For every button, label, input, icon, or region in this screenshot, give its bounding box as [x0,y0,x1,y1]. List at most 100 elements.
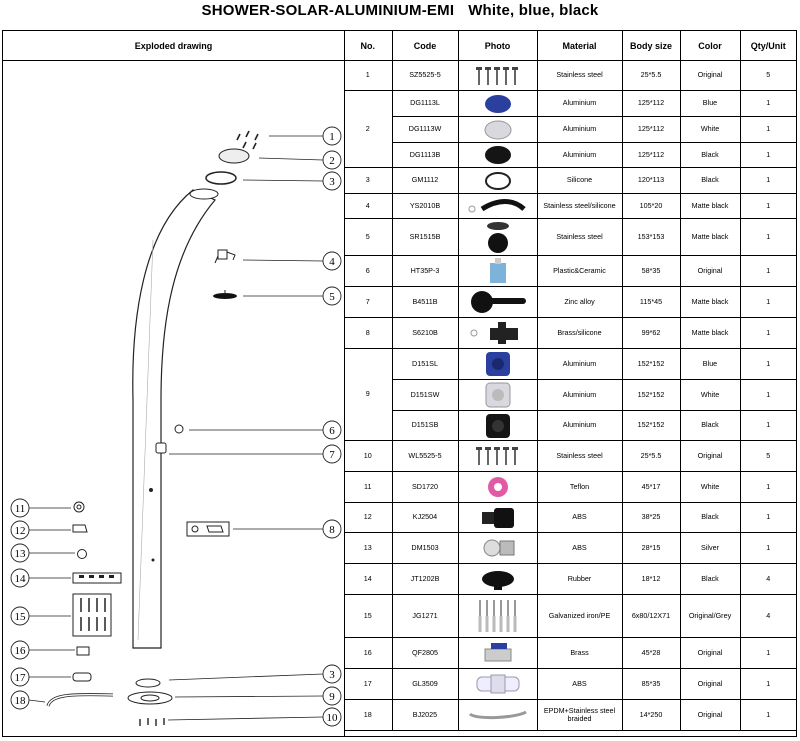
cell-color: Original [679,668,741,700]
valve-icon [457,317,538,349]
pole-top [189,188,219,200]
cell-material: EPDM+Stainless steel braided [536,699,623,731]
cell-qty: 1 [739,532,796,564]
cell-qty: 1 [739,167,796,194]
cell-size: 99*62 [621,317,681,349]
exploded-drawing-header: Exploded drawing [3,31,345,61]
ball-valve-icon [457,637,538,669]
callout-circle [10,498,30,518]
teflon-tape [73,501,85,513]
cell-material: Aluminium [536,410,623,441]
cell-material: Stainless steel [536,440,623,472]
header-material: Material [536,31,623,61]
callout-circle [322,519,342,539]
top-gasket [205,171,237,185]
cell-no: 13 [344,532,393,564]
cell-code: HT35P-3 [391,255,459,287]
cell-no: 5 [344,218,393,256]
cell-code: DG1113L [391,90,459,117]
cell-color: Black [679,563,741,595]
callout-label: 16 [15,645,27,657]
callout-label: 5 [329,291,335,303]
cell-code: QF2805 [391,637,459,669]
callout-circle [10,640,30,660]
cell-qty: 5 [739,440,796,472]
cell-qty: 1 [739,471,796,503]
callout-label: 11 [15,503,26,515]
base-white-icon [457,379,538,411]
cell-color: Matte black [679,317,741,349]
cell-size: 14*250 [621,699,681,731]
cell-material: Stainless steel/silicone [536,193,623,219]
cell-no: 18 [344,699,393,731]
callout-circle [322,286,342,306]
callout-circle [322,444,342,464]
cell-no: 10 [344,440,393,472]
cell-qty: 4 [739,563,796,595]
hose [46,693,114,707]
cell-no: 1 [344,60,393,91]
base-blue-icon [457,348,538,380]
connector-icon [457,502,538,533]
callout-circle [322,664,342,684]
callout-circle [10,667,30,687]
cell-code: KJ2504 [391,502,459,533]
callout-circle [10,543,30,563]
cell-code: GL3509 [391,668,459,700]
cap-white-icon [457,116,538,143]
header-no: No. [344,31,393,61]
callout-label: 10 [327,712,339,724]
cell-size: 152*152 [621,410,681,441]
cell-no: 12 [344,502,393,533]
filter-icon [457,668,538,700]
callout-circle [10,690,30,710]
cell-material: Galvanized iron/PE [536,594,623,638]
callout-label: 1 [329,131,335,143]
callout-label: 9 [329,691,335,703]
cell-material: Teflon [536,471,623,503]
cell-material: Stainless steel [536,218,623,256]
cell-color: Original/Grey [679,594,741,638]
callout-label: 2 [329,155,335,167]
shower-head [213,293,237,299]
filter [72,672,92,682]
cell-qty: 1 [739,142,796,168]
cell-no: 16 [344,637,393,669]
cell-qty: 1 [739,668,796,700]
cell-size: 125*112 [621,116,681,143]
cell-no: 3 [344,167,393,194]
shower-arm [214,249,236,264]
plug-icon [457,563,538,595]
cell-color: Matte black [679,218,741,256]
cell-no: 4 [344,193,393,219]
cell-qty: 1 [739,637,796,669]
cell-no: 17 [344,668,393,700]
cell-material: Zinc alloy [536,286,623,318]
cap-black-icon [457,142,538,168]
bottom-gasket [135,678,161,688]
cell-code: DG1113W [392,116,459,143]
cell-size: 115*45 [621,286,681,318]
callout-label: 6 [329,425,335,437]
cap-blue-icon [457,90,538,117]
cell-code: YS2010B [391,193,459,219]
callout-label: 17 [15,672,27,684]
cell-qty: 1 [739,116,796,143]
cell-no: 15 [344,594,393,638]
shower-head-icon [457,218,538,256]
cell-size: 45*28 [621,637,681,669]
cell-code: SZ5525-5 [391,60,459,91]
cell-qty: 1 [739,317,796,349]
callout-circle [10,568,30,588]
cell-color: White [679,379,741,411]
cell-color: Matte black [679,286,741,318]
